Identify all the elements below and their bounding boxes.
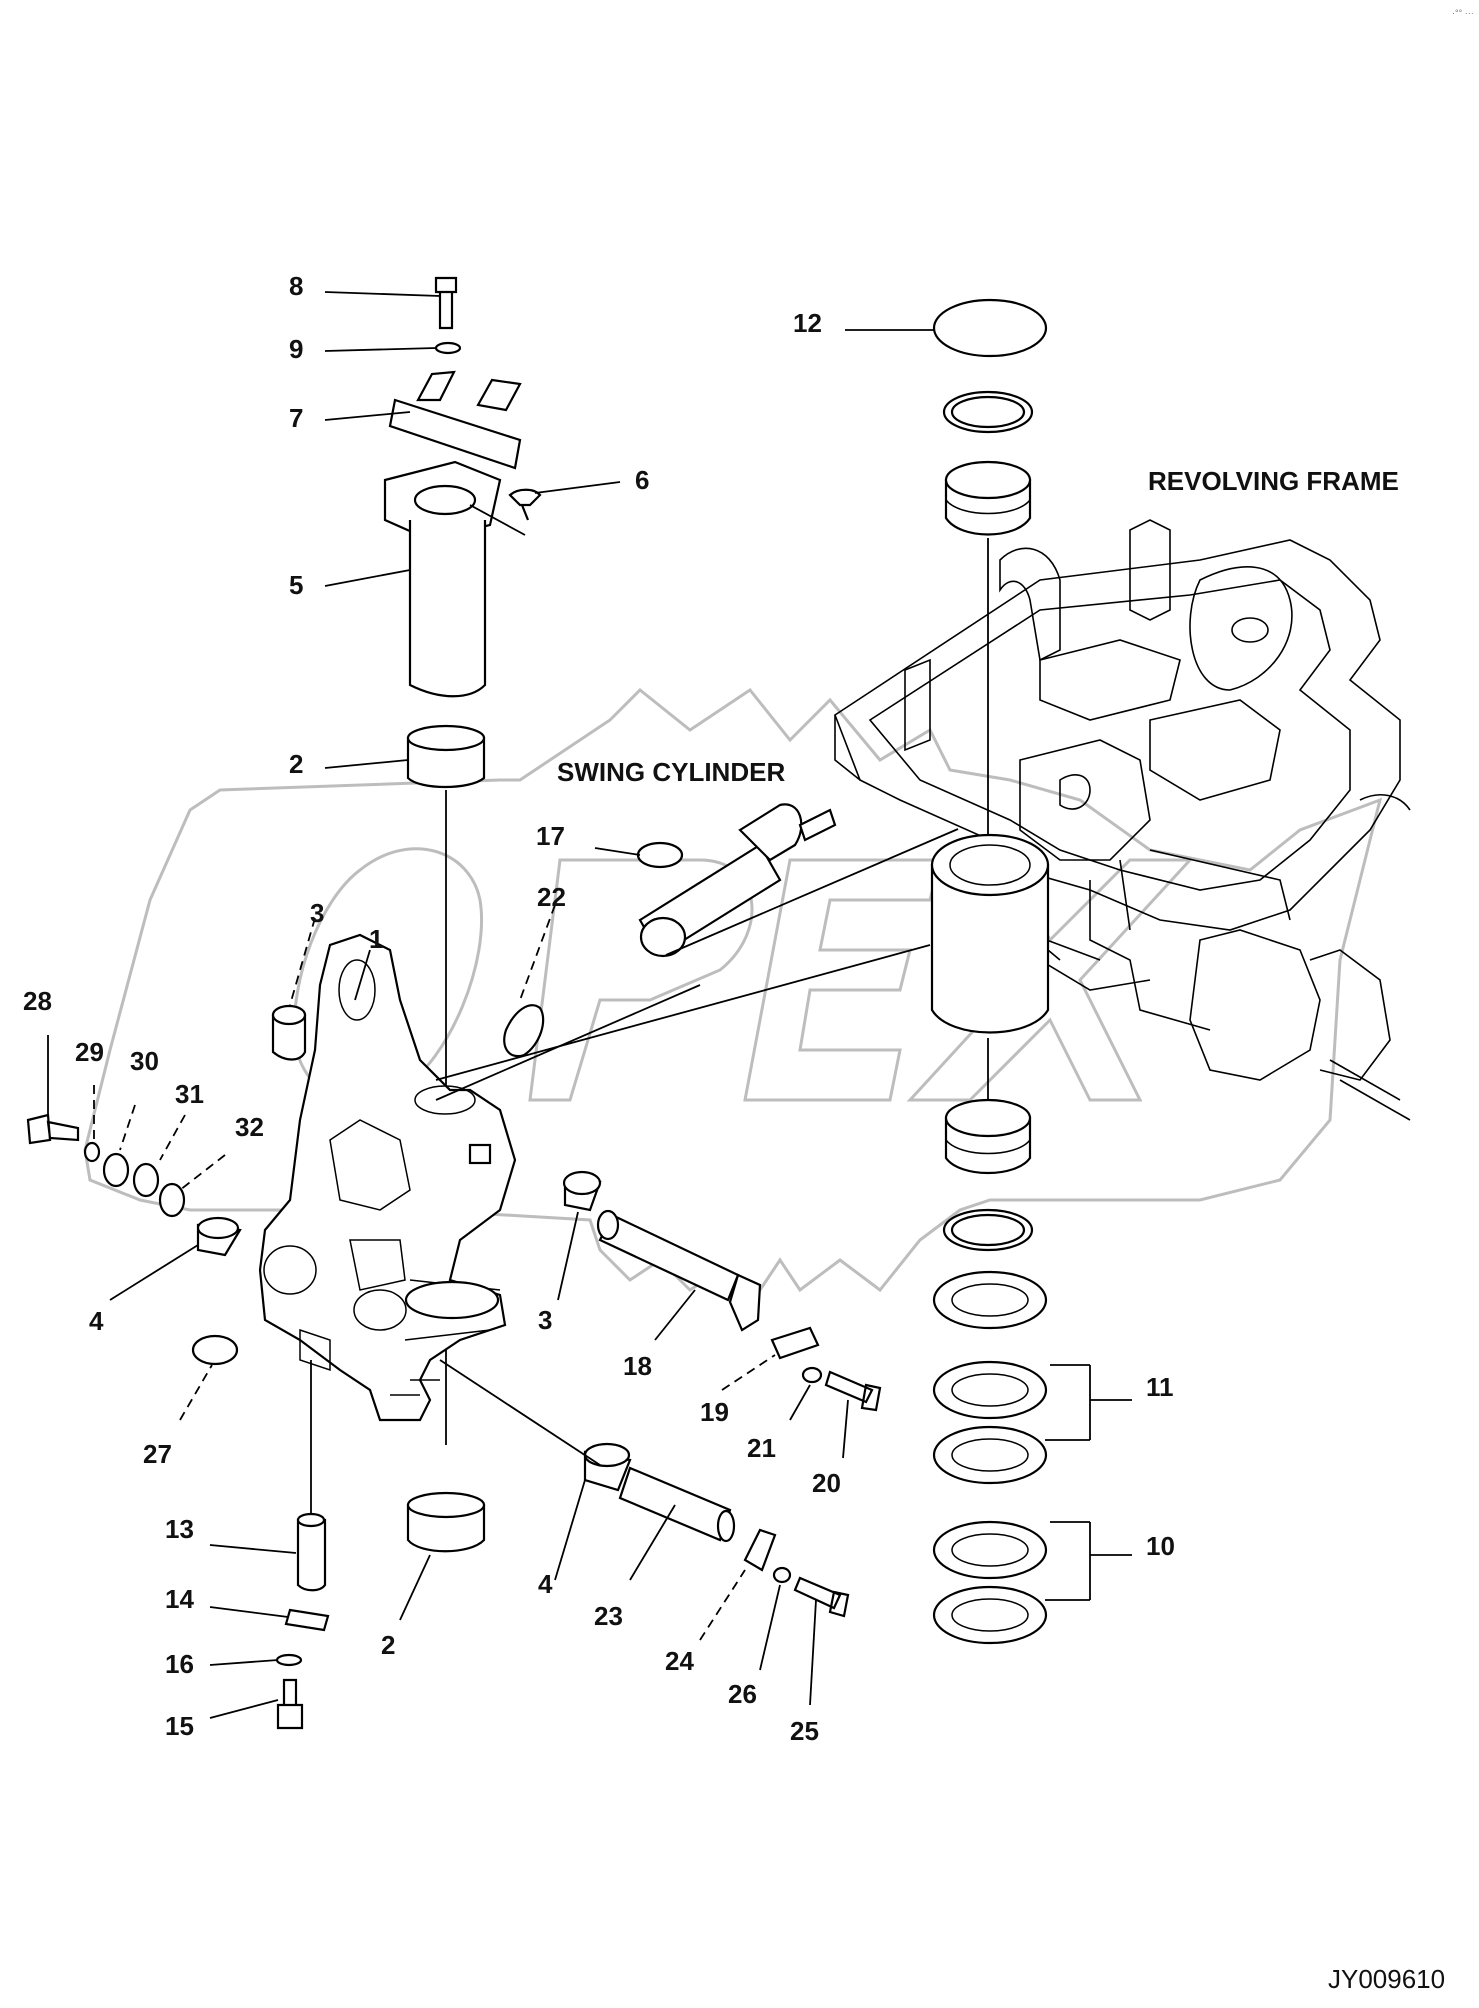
corner-mark: ·°° ··· <box>1452 8 1474 18</box>
callout-21: 21 <box>747 1433 776 1463</box>
callout-12: 12 <box>793 308 822 338</box>
revolving-frame-art <box>834 519 1411 1121</box>
callout-17: 17 <box>536 821 565 851</box>
callout-11: 11 <box>1146 1372 1174 1402</box>
callout-1: 1 <box>369 924 383 954</box>
callout-24: 24 <box>665 1646 694 1676</box>
callout-2-upper: 2 <box>289 749 303 779</box>
callout-15: 15 <box>165 1711 194 1741</box>
callout-25: 25 <box>790 1716 819 1746</box>
document-code: JY009610 <box>1328 1964 1445 1994</box>
callout-27: 27 <box>143 1439 172 1469</box>
callout-4-right: 4 <box>538 1569 553 1599</box>
callout-3-right: 3 <box>538 1305 552 1335</box>
callout-18: 18 <box>623 1351 652 1381</box>
callout-8: 8 <box>289 271 303 301</box>
leader-lines <box>47 291 1132 1719</box>
callout-26: 26 <box>728 1679 757 1709</box>
callout-2-lower: 2 <box>381 1630 395 1660</box>
callout-16: 16 <box>165 1649 194 1679</box>
callout-10: 10 <box>1146 1531 1175 1561</box>
callout-29: 29 <box>75 1037 104 1067</box>
callout-32: 32 <box>235 1112 264 1142</box>
callout-labels: 8 9 7 6 5 2 12 17 22 3 1 28 29 30 31 32 … <box>23 271 1175 1746</box>
callout-3-left: 3 <box>310 898 324 928</box>
callout-20: 20 <box>812 1468 841 1498</box>
section-label-revolving-frame: REVOLVING FRAME <box>1148 466 1399 496</box>
callout-14: 14 <box>165 1584 194 1614</box>
callout-31: 31 <box>175 1079 204 1109</box>
callout-9: 9 <box>289 334 303 364</box>
callout-30: 30 <box>130 1046 159 1076</box>
parts-art <box>26 276 1050 1730</box>
callout-23: 23 <box>594 1601 623 1631</box>
callout-28: 28 <box>23 986 52 1016</box>
callout-4-left: 4 <box>89 1306 104 1336</box>
watermark-logo <box>83 687 1383 1293</box>
callout-13: 13 <box>165 1514 194 1544</box>
callout-7: 7 <box>289 403 303 433</box>
callout-6: 6 <box>635 465 649 495</box>
callout-5: 5 <box>289 570 303 600</box>
section-label-swing-cylinder: SWING CYLINDER <box>557 757 785 787</box>
callout-22: 22 <box>537 882 566 912</box>
callout-19: 19 <box>700 1397 729 1427</box>
